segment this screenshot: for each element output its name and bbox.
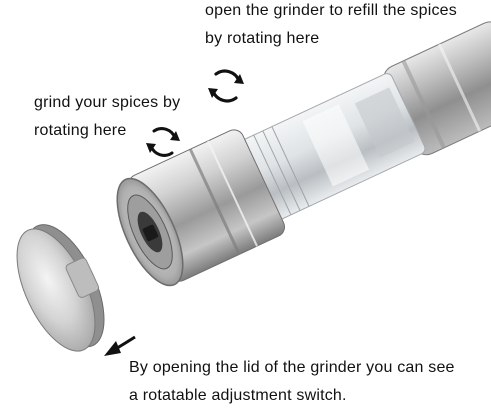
grind-instruction-line-2: rotating here <box>34 122 127 139</box>
lid-instruction: By opening the lid of the grinder you ca… <box>129 354 455 410</box>
refill-instruction-line-1: open the grinder to refill the spices <box>205 2 457 19</box>
grind-rotate-icon <box>146 127 180 157</box>
grinder-lid <box>16 224 105 352</box>
refill-instruction: open the grinder to refill the spices by… <box>205 0 457 53</box>
refill-rotate-icon <box>208 69 244 103</box>
refill-instruction-line-2: by rotating here <box>205 30 320 47</box>
grind-instruction: grind your spices by rotating here <box>34 89 180 145</box>
grinder-body <box>116 21 491 287</box>
lid-instruction-line-2: a rotatable adjustment switch. <box>129 387 347 404</box>
lid-pointer-arrow-icon <box>104 335 136 356</box>
grind-instruction-line-1: grind your spices by <box>34 94 181 111</box>
lid-instruction-line-1: By opening the lid of the grinder you ca… <box>129 359 455 376</box>
